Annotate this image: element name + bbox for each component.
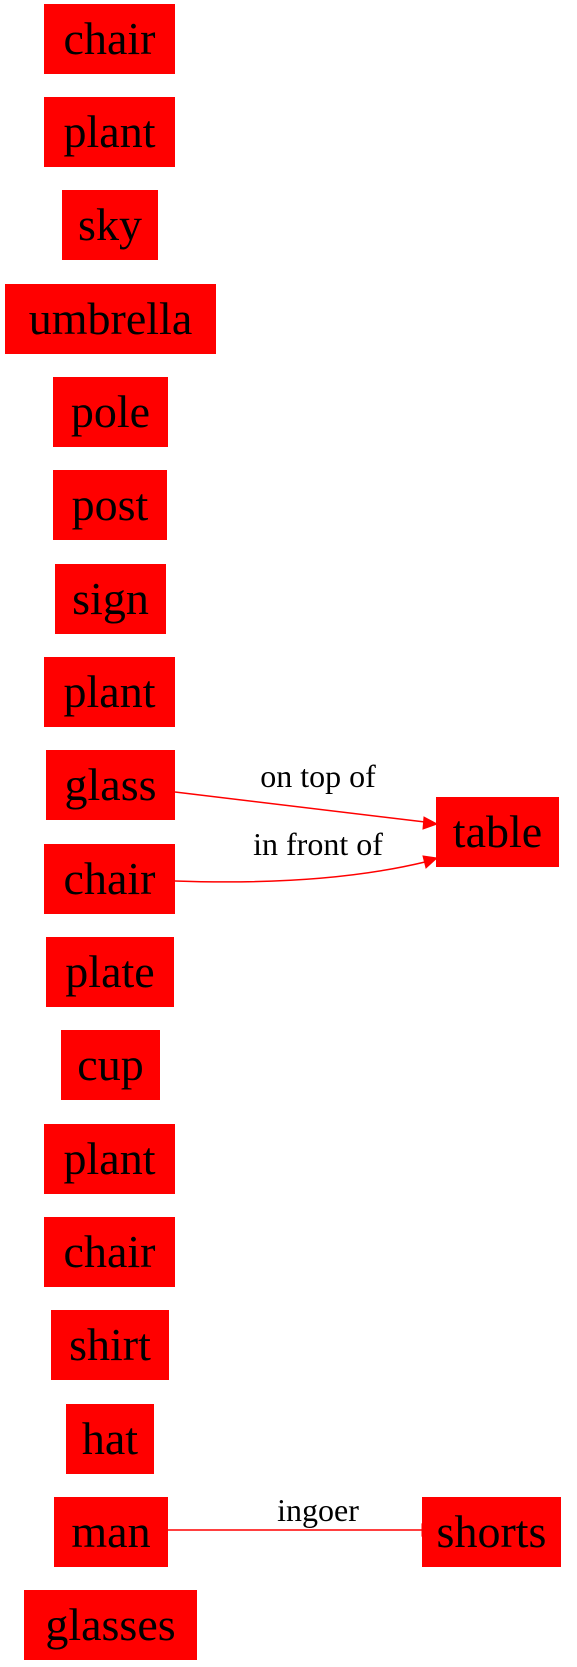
node-cup: cup [61, 1030, 160, 1100]
node-chair: chair [44, 1217, 175, 1287]
svg-text:hat: hat [82, 1413, 138, 1464]
node-plate: plate [46, 937, 174, 1007]
node-table: table [436, 797, 559, 867]
svg-text:glass: glass [65, 759, 157, 810]
svg-text:plant: plant [64, 666, 156, 717]
svg-text:sign: sign [72, 573, 149, 624]
svg-text:glasses: glasses [45, 1599, 175, 1650]
edge-man-shorts: ingoer [168, 1492, 437, 1537]
svg-text:man: man [71, 1506, 150, 1557]
svg-text:umbrella: umbrella [29, 293, 193, 344]
node-sky: sky [62, 190, 158, 260]
node-man: man [54, 1497, 168, 1567]
edge-glass-table: on top of [174, 758, 439, 830]
node-chair: chair [44, 844, 175, 914]
node-glass: glass [46, 750, 175, 820]
svg-text:table: table [453, 806, 542, 857]
edge-chair-table: in front of [174, 826, 439, 883]
node-post: post [53, 470, 167, 540]
node-sign: sign [55, 564, 166, 634]
svg-text:sky: sky [78, 199, 142, 250]
node-glasses: glasses [24, 1590, 197, 1660]
svg-text:chair: chair [64, 1226, 156, 1277]
svg-text:shorts: shorts [437, 1506, 547, 1557]
node-plant: plant [44, 1124, 175, 1194]
node-plant: plant [44, 657, 175, 727]
edge-label: on top of [260, 758, 376, 794]
node-plant: plant [44, 97, 175, 167]
svg-text:chair: chair [64, 13, 156, 64]
svg-text:plate: plate [65, 946, 154, 997]
arrowhead-icon [422, 855, 439, 869]
svg-text:shirt: shirt [69, 1319, 151, 1370]
node-shirt: shirt [51, 1310, 169, 1380]
node-shorts: shorts [422, 1497, 561, 1567]
node-umbrella: umbrella [5, 284, 216, 354]
svg-text:chair: chair [64, 853, 156, 904]
svg-text:plant: plant [64, 1133, 156, 1184]
edge-label: ingoer [277, 1492, 359, 1528]
node-chair: chair [44, 4, 175, 74]
svg-text:plant: plant [64, 106, 156, 157]
edge-line [174, 791, 426, 823]
edge-line [174, 861, 426, 883]
svg-text:cup: cup [77, 1039, 143, 1090]
node-hat: hat [66, 1404, 154, 1474]
edge-label: in front of [253, 826, 383, 862]
svg-text:pole: pole [71, 386, 150, 437]
node-pole: pole [53, 377, 168, 447]
svg-text:post: post [72, 479, 149, 530]
arrowhead-icon [422, 816, 439, 830]
